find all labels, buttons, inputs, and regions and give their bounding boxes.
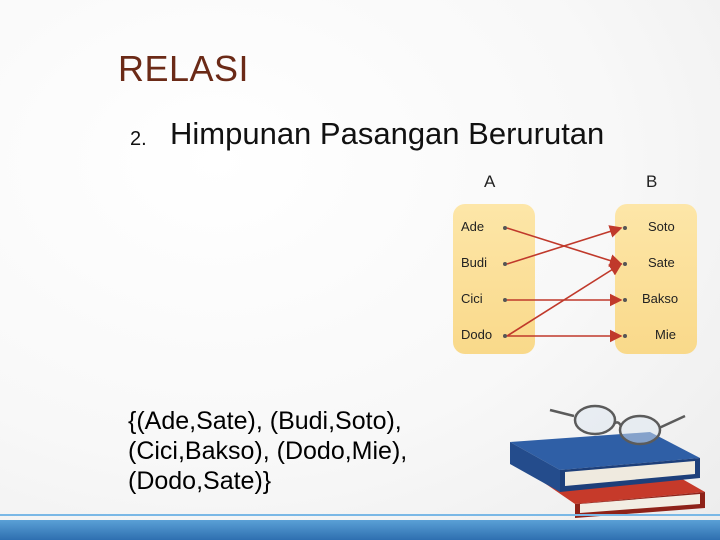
set-a-label: A [484,172,496,191]
set-a-element: Ade [461,219,485,234]
item-number: 2. [130,128,147,150]
footer-bar [0,514,720,540]
set-b-dot [623,262,627,266]
set-b-element: Soto [648,219,675,234]
ordered-pairs-result: {(Ade,Sate), (Budi,Soto), (Cici,Bakso), … [128,406,407,496]
set-a-dot [503,262,507,266]
set-b-dot [623,334,627,338]
set-a-dot [503,298,507,302]
result-line: (Cici,Bakso), (Dodo,Mie), [128,437,408,465]
set-a-element: Cici [461,291,483,306]
set-a-dot [503,226,507,230]
set-b-element: Sate [648,255,675,270]
set-b-label: B [646,172,658,191]
set-a-box [453,204,535,354]
set-b-dot [623,226,627,230]
books-illustration [510,404,705,518]
set-b-dot [623,298,627,302]
result-line: {(Ade,Sate), (Budi,Soto), [128,407,402,435]
set-a-element: Dodo [461,327,493,342]
item-heading: Himpunan Pasangan Berurutan [170,116,605,151]
set-b-element: Bakso [642,291,679,306]
set-b-box [615,204,697,354]
glasses-icon [549,404,686,446]
slide-title: RELASI [118,48,250,89]
set-b-element: Mie [655,327,676,342]
arrow-budi-soto [506,225,623,265]
set-a-element: Budi [461,255,488,270]
set-a-dot [503,334,507,338]
result-line: (Dodo,Sate)} [128,467,272,495]
arrow-dodo-sate [506,263,623,337]
